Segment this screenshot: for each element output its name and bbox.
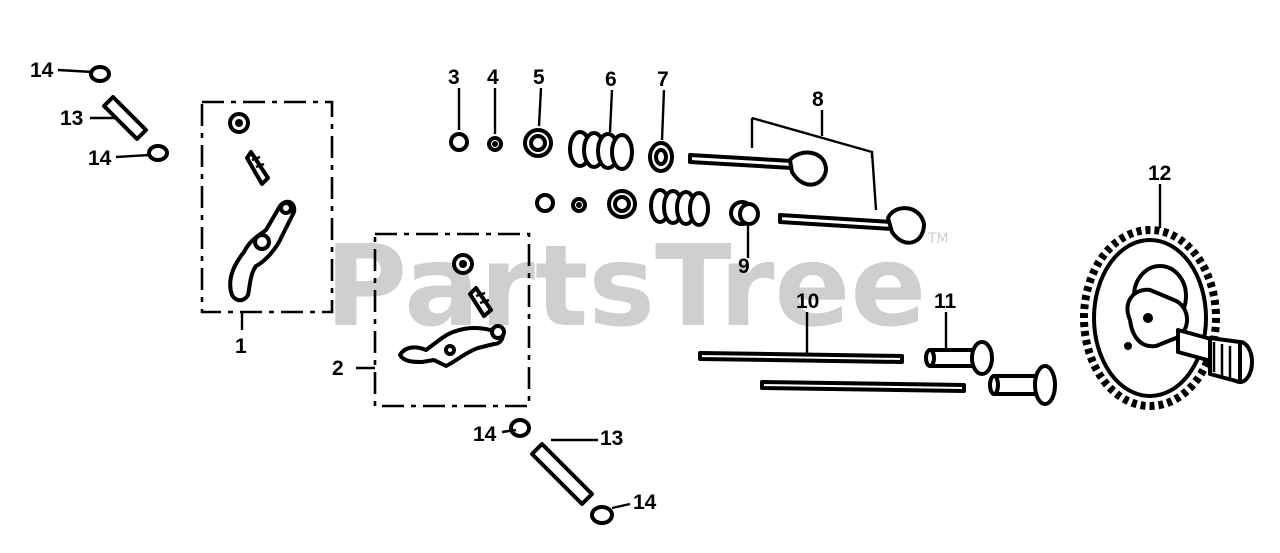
nut-14-top xyxy=(89,65,111,83)
callout-14: 14 xyxy=(88,147,112,170)
callout-4: 4 xyxy=(487,66,499,89)
rocker-arm-group-box xyxy=(200,100,334,314)
callout-12: 12 xyxy=(1148,162,1171,185)
valve-train-lower xyxy=(535,188,926,245)
callout-9: 9 xyxy=(738,255,750,278)
nut-14-mid xyxy=(147,144,169,162)
valve-train-upper xyxy=(449,128,828,187)
callout-1: 1 xyxy=(235,335,247,358)
callout-14: 14 xyxy=(473,423,497,446)
pin-assembly-bottom xyxy=(509,418,614,525)
callout-13: 13 xyxy=(600,427,623,450)
tappets xyxy=(924,340,1057,406)
callout-14: 14 xyxy=(633,491,657,514)
pin-13-top xyxy=(102,95,148,141)
callout-3: 3 xyxy=(448,66,460,89)
camshaft-gear xyxy=(1080,226,1254,410)
watermark-trademark: TM xyxy=(927,231,949,247)
callout-13: 13 xyxy=(60,107,83,130)
pin-assembly-top xyxy=(89,65,169,162)
callout-2: 2 xyxy=(332,357,344,380)
callout-14: 14 xyxy=(30,59,54,82)
push-rods xyxy=(698,351,966,393)
rocker-arm-1 xyxy=(228,112,297,303)
rocker-arm-2 xyxy=(398,253,506,368)
callout-8: 8 xyxy=(812,88,824,111)
callout-7: 7 xyxy=(657,68,669,91)
callout-10: 10 xyxy=(796,290,819,313)
callout-6: 6 xyxy=(605,68,617,91)
rocker-arm-group-box-2 xyxy=(373,232,531,408)
watermark-text: PartsTree xyxy=(325,222,926,352)
callout-5: 5 xyxy=(533,66,545,89)
callout-11: 11 xyxy=(934,290,957,313)
